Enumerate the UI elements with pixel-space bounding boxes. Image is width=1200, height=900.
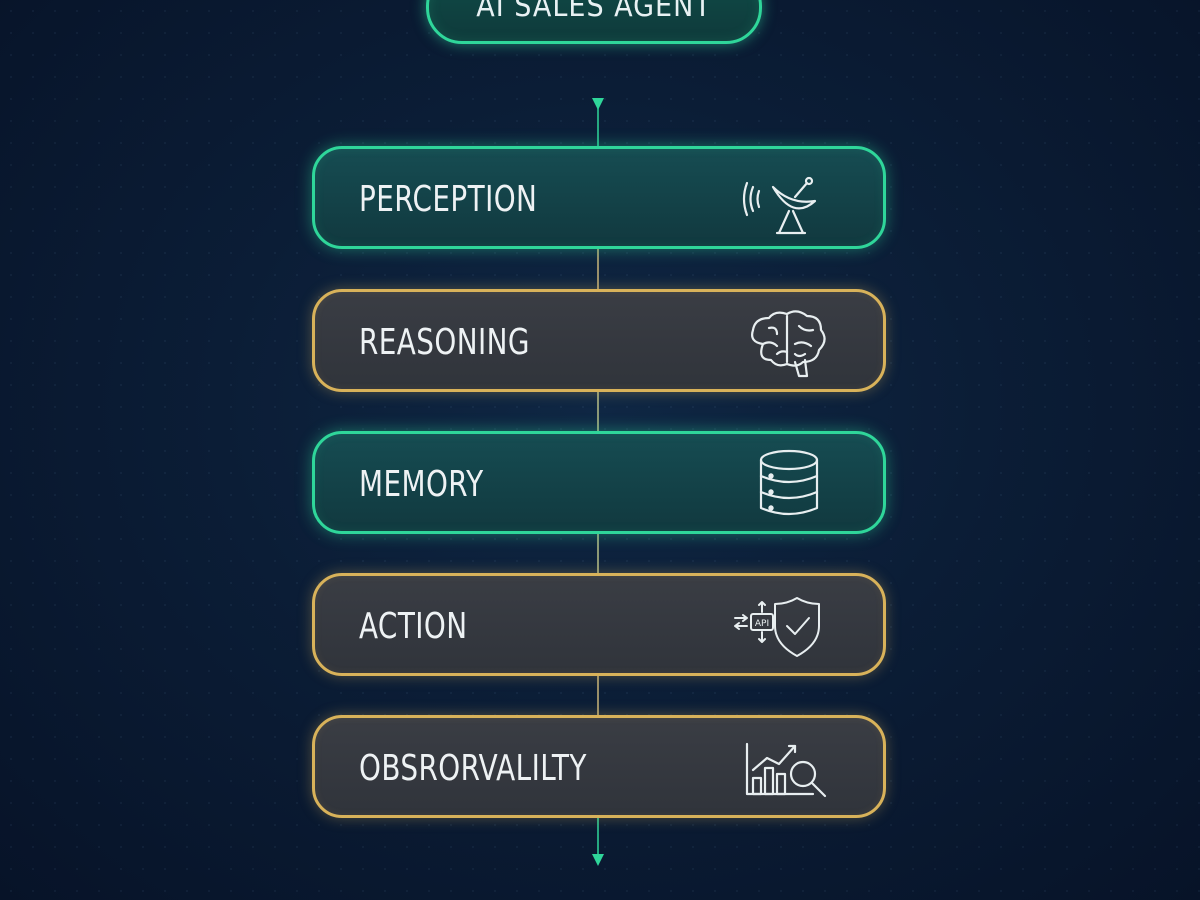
layer-memory: MEMORY <box>312 431 886 534</box>
api-shield-icon: API <box>734 597 820 657</box>
brain-icon <box>751 310 826 378</box>
layer-observability: OBSRORVALILTY <box>312 715 886 818</box>
api-text: API <box>755 619 769 629</box>
layer-perception: PERCEPTION <box>312 146 886 249</box>
agent-title: AI SALES AGENT <box>476 0 712 24</box>
layer-label: ACTION <box>359 606 468 647</box>
database-icon <box>759 449 819 516</box>
layer-label: PERCEPTION <box>359 179 538 220</box>
agent-title-pill: AI SALES AGENT <box>426 0 762 44</box>
layer-label: MEMORY <box>359 464 484 505</box>
layer-action: ACTION API <box>312 573 886 676</box>
layer-label: REASONING <box>359 322 530 363</box>
layer-label: OBSRORVALILTY <box>359 748 587 789</box>
layer-reasoning: REASONING <box>312 289 886 392</box>
satellite-dish-icon <box>742 176 817 235</box>
chart-magnifier-icon <box>745 742 827 798</box>
